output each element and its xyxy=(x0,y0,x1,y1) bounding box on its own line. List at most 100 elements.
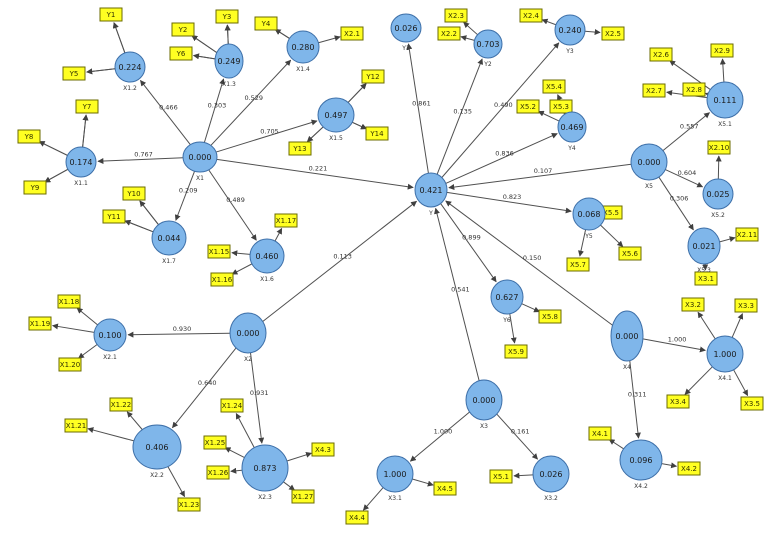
indicator-box[interactable] xyxy=(735,227,759,242)
indicator-box[interactable] xyxy=(274,213,298,228)
construct-node[interactable] xyxy=(286,30,320,64)
indicator-label: X4.1 xyxy=(592,430,608,438)
indicator-box[interactable] xyxy=(109,397,133,412)
indicator-box[interactable] xyxy=(220,398,244,413)
loading-edge xyxy=(362,487,384,511)
indicator-box[interactable] xyxy=(171,22,195,37)
indicator-box[interactable] xyxy=(618,246,642,261)
indicator-box[interactable] xyxy=(254,16,278,31)
indicator-box[interactable] xyxy=(642,83,666,98)
indicator-box[interactable] xyxy=(291,489,315,504)
loading-edge xyxy=(412,478,434,487)
construct-node[interactable] xyxy=(93,318,127,352)
construct-node[interactable] xyxy=(706,335,744,373)
construct-node[interactable] xyxy=(490,279,524,315)
construct-node[interactable] xyxy=(572,197,606,231)
indicator-box[interactable] xyxy=(516,99,540,114)
indicator-box[interactable] xyxy=(361,69,385,84)
indicator-box[interactable] xyxy=(102,209,126,224)
indicator-box[interactable] xyxy=(681,297,705,312)
path-coefficient-label: 0.541 xyxy=(451,286,470,294)
indicator-box[interactable] xyxy=(710,43,734,58)
construct-layer: 0.000X10.000X20.000X30.000X40.000X50.421… xyxy=(65,13,744,502)
indicator-box[interactable] xyxy=(519,8,543,23)
construct-node[interactable] xyxy=(687,227,721,265)
construct-node[interactable] xyxy=(473,29,503,59)
indicator-box[interactable] xyxy=(734,298,758,313)
indicator-box[interactable] xyxy=(707,140,731,155)
indicator-box[interactable] xyxy=(489,469,513,484)
loading-edge xyxy=(306,126,324,143)
indicator-box[interactable] xyxy=(340,26,364,41)
construct-node[interactable] xyxy=(390,13,422,43)
indicator-box[interactable] xyxy=(122,186,146,201)
indicator-box[interactable] xyxy=(740,396,764,411)
indicator-box[interactable] xyxy=(345,510,369,525)
indicator-box[interactable] xyxy=(58,357,82,372)
construct-node[interactable] xyxy=(151,220,187,256)
construct-node[interactable] xyxy=(376,455,414,493)
construct-node[interactable] xyxy=(702,178,734,210)
construct-node[interactable] xyxy=(182,141,218,173)
construct-node[interactable] xyxy=(114,51,146,83)
indicator-box[interactable] xyxy=(682,82,706,97)
indicator-box[interactable] xyxy=(207,244,231,259)
indicator-box[interactable] xyxy=(210,272,234,287)
construct-node[interactable] xyxy=(317,97,355,133)
indicator-box[interactable] xyxy=(588,426,612,441)
indicator-box[interactable] xyxy=(17,129,41,144)
construct-node[interactable] xyxy=(557,111,587,143)
path-coefficient-label: 0.930 xyxy=(173,325,192,333)
construct-node[interactable] xyxy=(214,43,244,79)
construct-node[interactable] xyxy=(630,143,668,181)
indicator-box[interactable] xyxy=(288,141,312,156)
indicator-label: X5.2 xyxy=(520,103,536,111)
indicator-box[interactable] xyxy=(666,394,690,409)
construct-node[interactable] xyxy=(241,444,289,492)
path-coefficient-label: 0.640 xyxy=(198,379,217,387)
indicator-box[interactable] xyxy=(504,344,528,359)
indicator-box[interactable] xyxy=(64,418,88,433)
path-edge xyxy=(658,176,694,231)
construct-node[interactable] xyxy=(610,310,644,362)
construct-label: X5.1 xyxy=(718,121,732,128)
indicator-box[interactable] xyxy=(694,271,718,286)
indicator-box[interactable] xyxy=(28,316,52,331)
construct-node[interactable] xyxy=(706,81,744,119)
construct-node[interactable] xyxy=(554,14,586,46)
indicator-box[interactable] xyxy=(365,126,389,141)
construct-node[interactable] xyxy=(249,238,285,274)
indicator-box[interactable] xyxy=(75,99,99,114)
indicator-box[interactable] xyxy=(444,8,468,23)
indicator-box[interactable] xyxy=(437,26,461,41)
indicator-box[interactable] xyxy=(538,309,562,324)
indicator-box[interactable] xyxy=(62,66,86,81)
indicator-box[interactable] xyxy=(57,294,81,309)
indicator-box[interactable] xyxy=(206,465,230,480)
construct-node[interactable] xyxy=(532,455,570,493)
indicator-box[interactable] xyxy=(311,442,335,457)
path-coefficient-label: 0.489 xyxy=(226,196,245,204)
construct-node[interactable] xyxy=(229,312,267,354)
loading-edge xyxy=(537,110,560,122)
construct-value: 0.026 xyxy=(395,24,418,33)
indicator-box[interactable] xyxy=(549,99,573,114)
indicator-box[interactable] xyxy=(177,497,201,512)
indicator-box[interactable] xyxy=(433,481,457,496)
construct-label: X1.7 xyxy=(162,258,176,265)
indicator-box[interactable] xyxy=(99,7,123,22)
construct-node[interactable] xyxy=(465,379,503,421)
construct-node[interactable] xyxy=(414,172,448,208)
construct-node[interactable] xyxy=(65,146,97,178)
construct-node[interactable] xyxy=(619,439,663,481)
indicator-box[interactable] xyxy=(169,46,193,61)
construct-node[interactable] xyxy=(132,424,182,470)
indicator-box[interactable] xyxy=(542,79,566,94)
indicator-box[interactable] xyxy=(23,180,47,195)
indicator-box[interactable] xyxy=(677,461,701,476)
indicator-box[interactable] xyxy=(203,435,227,450)
indicator-box[interactable] xyxy=(566,257,590,272)
indicator-box[interactable] xyxy=(649,47,673,62)
indicator-box[interactable] xyxy=(601,26,625,41)
indicator-box[interactable] xyxy=(215,9,239,24)
